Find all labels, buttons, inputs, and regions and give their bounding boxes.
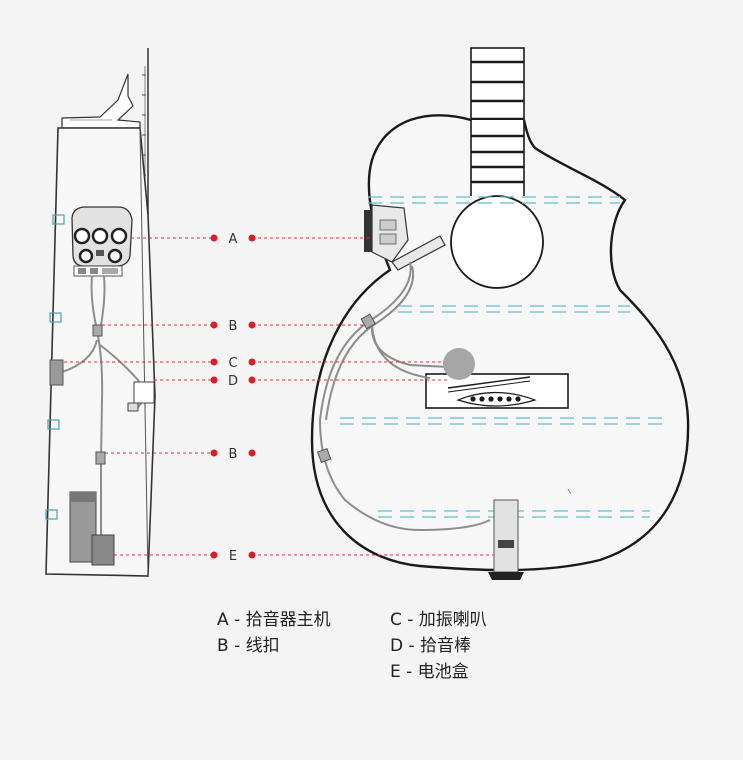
callout-dot-a-left xyxy=(210,234,218,242)
callout-label-c: C xyxy=(228,356,237,371)
callout-label-b1: B xyxy=(229,319,238,334)
guitar-side-view xyxy=(45,48,156,577)
callout-dot-c-right xyxy=(248,358,256,366)
callout-label-b2: B xyxy=(229,447,238,462)
battery-box-side xyxy=(69,491,115,566)
callout-dot-d-right xyxy=(248,376,256,384)
callout-dot-b2-right xyxy=(248,449,256,457)
callout-dot-e-right xyxy=(248,551,256,559)
preamp-unit xyxy=(71,206,133,277)
callout-dot-e-left xyxy=(210,551,218,559)
callout-label-d: D xyxy=(228,374,238,389)
callout-dot-a-right xyxy=(248,234,256,242)
preamp-front xyxy=(364,204,446,271)
callout-dot-d-left xyxy=(210,376,218,384)
callout-label-e: E xyxy=(229,549,237,564)
callout-label-a: A xyxy=(229,232,238,247)
callout-dot-b1-right xyxy=(248,321,256,329)
guitar-front-view xyxy=(310,47,690,580)
callout-dot-b2-left xyxy=(210,449,218,457)
battery-box-front xyxy=(488,499,524,580)
callout-dot-b1-left xyxy=(210,321,218,329)
callout-dot-c-left xyxy=(210,358,218,366)
